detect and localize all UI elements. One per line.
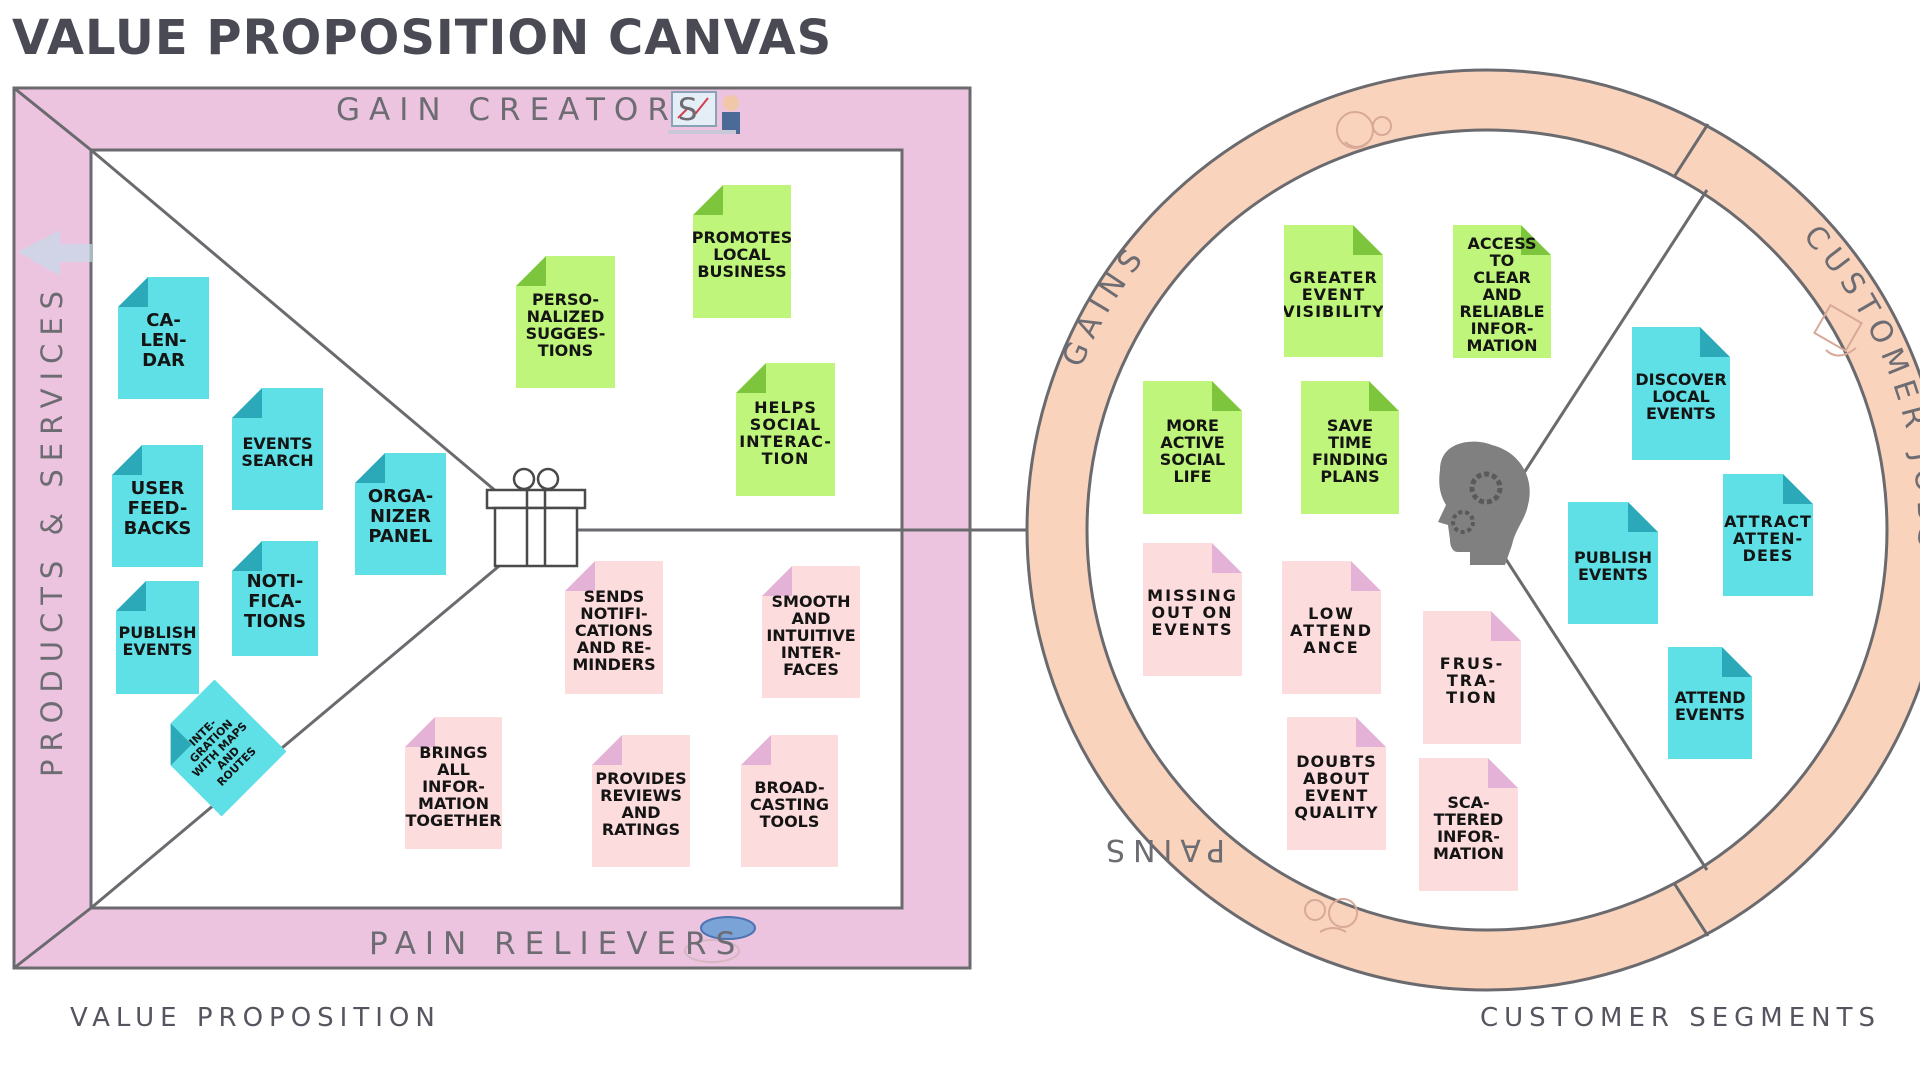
- job-note-attract-attendees: ATTRACT ATTEN- DEES: [1723, 474, 1813, 596]
- ring-divider-bottom: [1672, 882, 1710, 937]
- pain-note-event-quality: DOUBTS ABOUT EVENT QUALITY: [1287, 717, 1386, 850]
- corner-line-top: [13, 86, 92, 152]
- pain-reliever-note-reviews: PROVIDES REVIEWS AND RATINGS: [592, 735, 690, 867]
- product-note-notifications: NOTI- FICA- TIONS: [232, 541, 318, 656]
- pain-note-low-attendance: LOW ATTEND ANCE: [1282, 561, 1381, 694]
- hand-icon: [1813, 303, 1863, 357]
- pain-reliever-note-interfaces: SMOOTH AND INTUITIVE INTER- FACES: [762, 566, 860, 698]
- gain-note-social-life: MORE ACTIVE SOCIAL LIFE: [1143, 381, 1242, 514]
- pain-note-scattered-information: SCA- TTERED INFOR- MATION: [1419, 758, 1518, 891]
- job-note-publish-events: PUBLISH EVENTS: [1568, 502, 1658, 624]
- product-note-organizer-panel: ORGA- NIZER PANEL: [355, 453, 446, 575]
- product-note-publish-events: PUBLISH EVENTS: [116, 581, 199, 694]
- worried-face-icon: [1304, 898, 1358, 933]
- pain-reliever-note-all-information: BRINGS ALL INFOR- MATION TOGETHER: [405, 717, 502, 849]
- arrow-icon: [18, 230, 92, 276]
- pill-icon: [684, 916, 756, 963]
- gain-note-event-visibility: GREATER EVENT VISIBILITY: [1284, 225, 1383, 357]
- gift-icon: [485, 467, 587, 568]
- pains-label: PAINS: [1098, 832, 1225, 867]
- presenter-icon: [668, 91, 740, 134]
- smiley-face-icon: [1336, 111, 1392, 149]
- pain-reliever-note-notifications: SENDS NOTIFI- CATIONS AND RE- MINDERS: [565, 561, 663, 694]
- corner-line-bottom: [13, 906, 92, 970]
- triangle-line-top: [90, 148, 543, 532]
- value-proposition-footer: VALUE PROPOSITION: [70, 1003, 441, 1033]
- job-note-discover-local-events: DISCOVER LOCAL EVENTS: [1632, 327, 1730, 460]
- products-services-label: PRODUCTS & SERVICES: [35, 282, 69, 778]
- product-note-user-feedbacks: USER FEED- BACKS: [112, 445, 203, 567]
- job-note-attend-events: ATTEND EVENTS: [1668, 647, 1752, 759]
- pain-reliever-note-broadcasting: BROAD- CASTING TOOLS: [741, 735, 838, 867]
- gain-note-save-time: SAVE TIME FINDING PLANS: [1301, 381, 1399, 514]
- pain-note-frustration: FRUS- TRA- TION: [1423, 611, 1521, 744]
- page-title: VALUE PROPOSITION CANVAS: [12, 10, 833, 66]
- gain-creator-note-local-business: PROMOTES LOCAL BUSINESS: [693, 185, 791, 318]
- customer-segments-footer: CUSTOMER SEGMENTS: [1480, 1003, 1881, 1033]
- gain-creator-note-social-interaction: HELPS SOCIAL INTERAC- TION: [736, 363, 835, 496]
- pain-note-missing-out: MISSING OUT ON EVENTS: [1143, 543, 1242, 676]
- divider-bottom: [1485, 529, 1709, 871]
- gain-creators-label: GAIN CREATORS: [336, 92, 707, 128]
- gain-note-reliable-information: ACCESS TO CLEAR AND RELIABLE INFOR- MATI…: [1453, 225, 1551, 358]
- ring-divider-top: [1672, 123, 1710, 178]
- pain-relievers-label: PAIN RELIEVERS: [369, 926, 745, 962]
- gain-creator-note-personalized: PERSO- NALIZED SUGGES- TIONS: [516, 256, 615, 388]
- product-note-events-search: EVENTS SEARCH: [232, 388, 323, 510]
- head-gears-icon: [1438, 441, 1530, 565]
- product-note-calendar: CA- LEN- DAR: [118, 277, 209, 399]
- triangle-line-bottom: [90, 528, 543, 910]
